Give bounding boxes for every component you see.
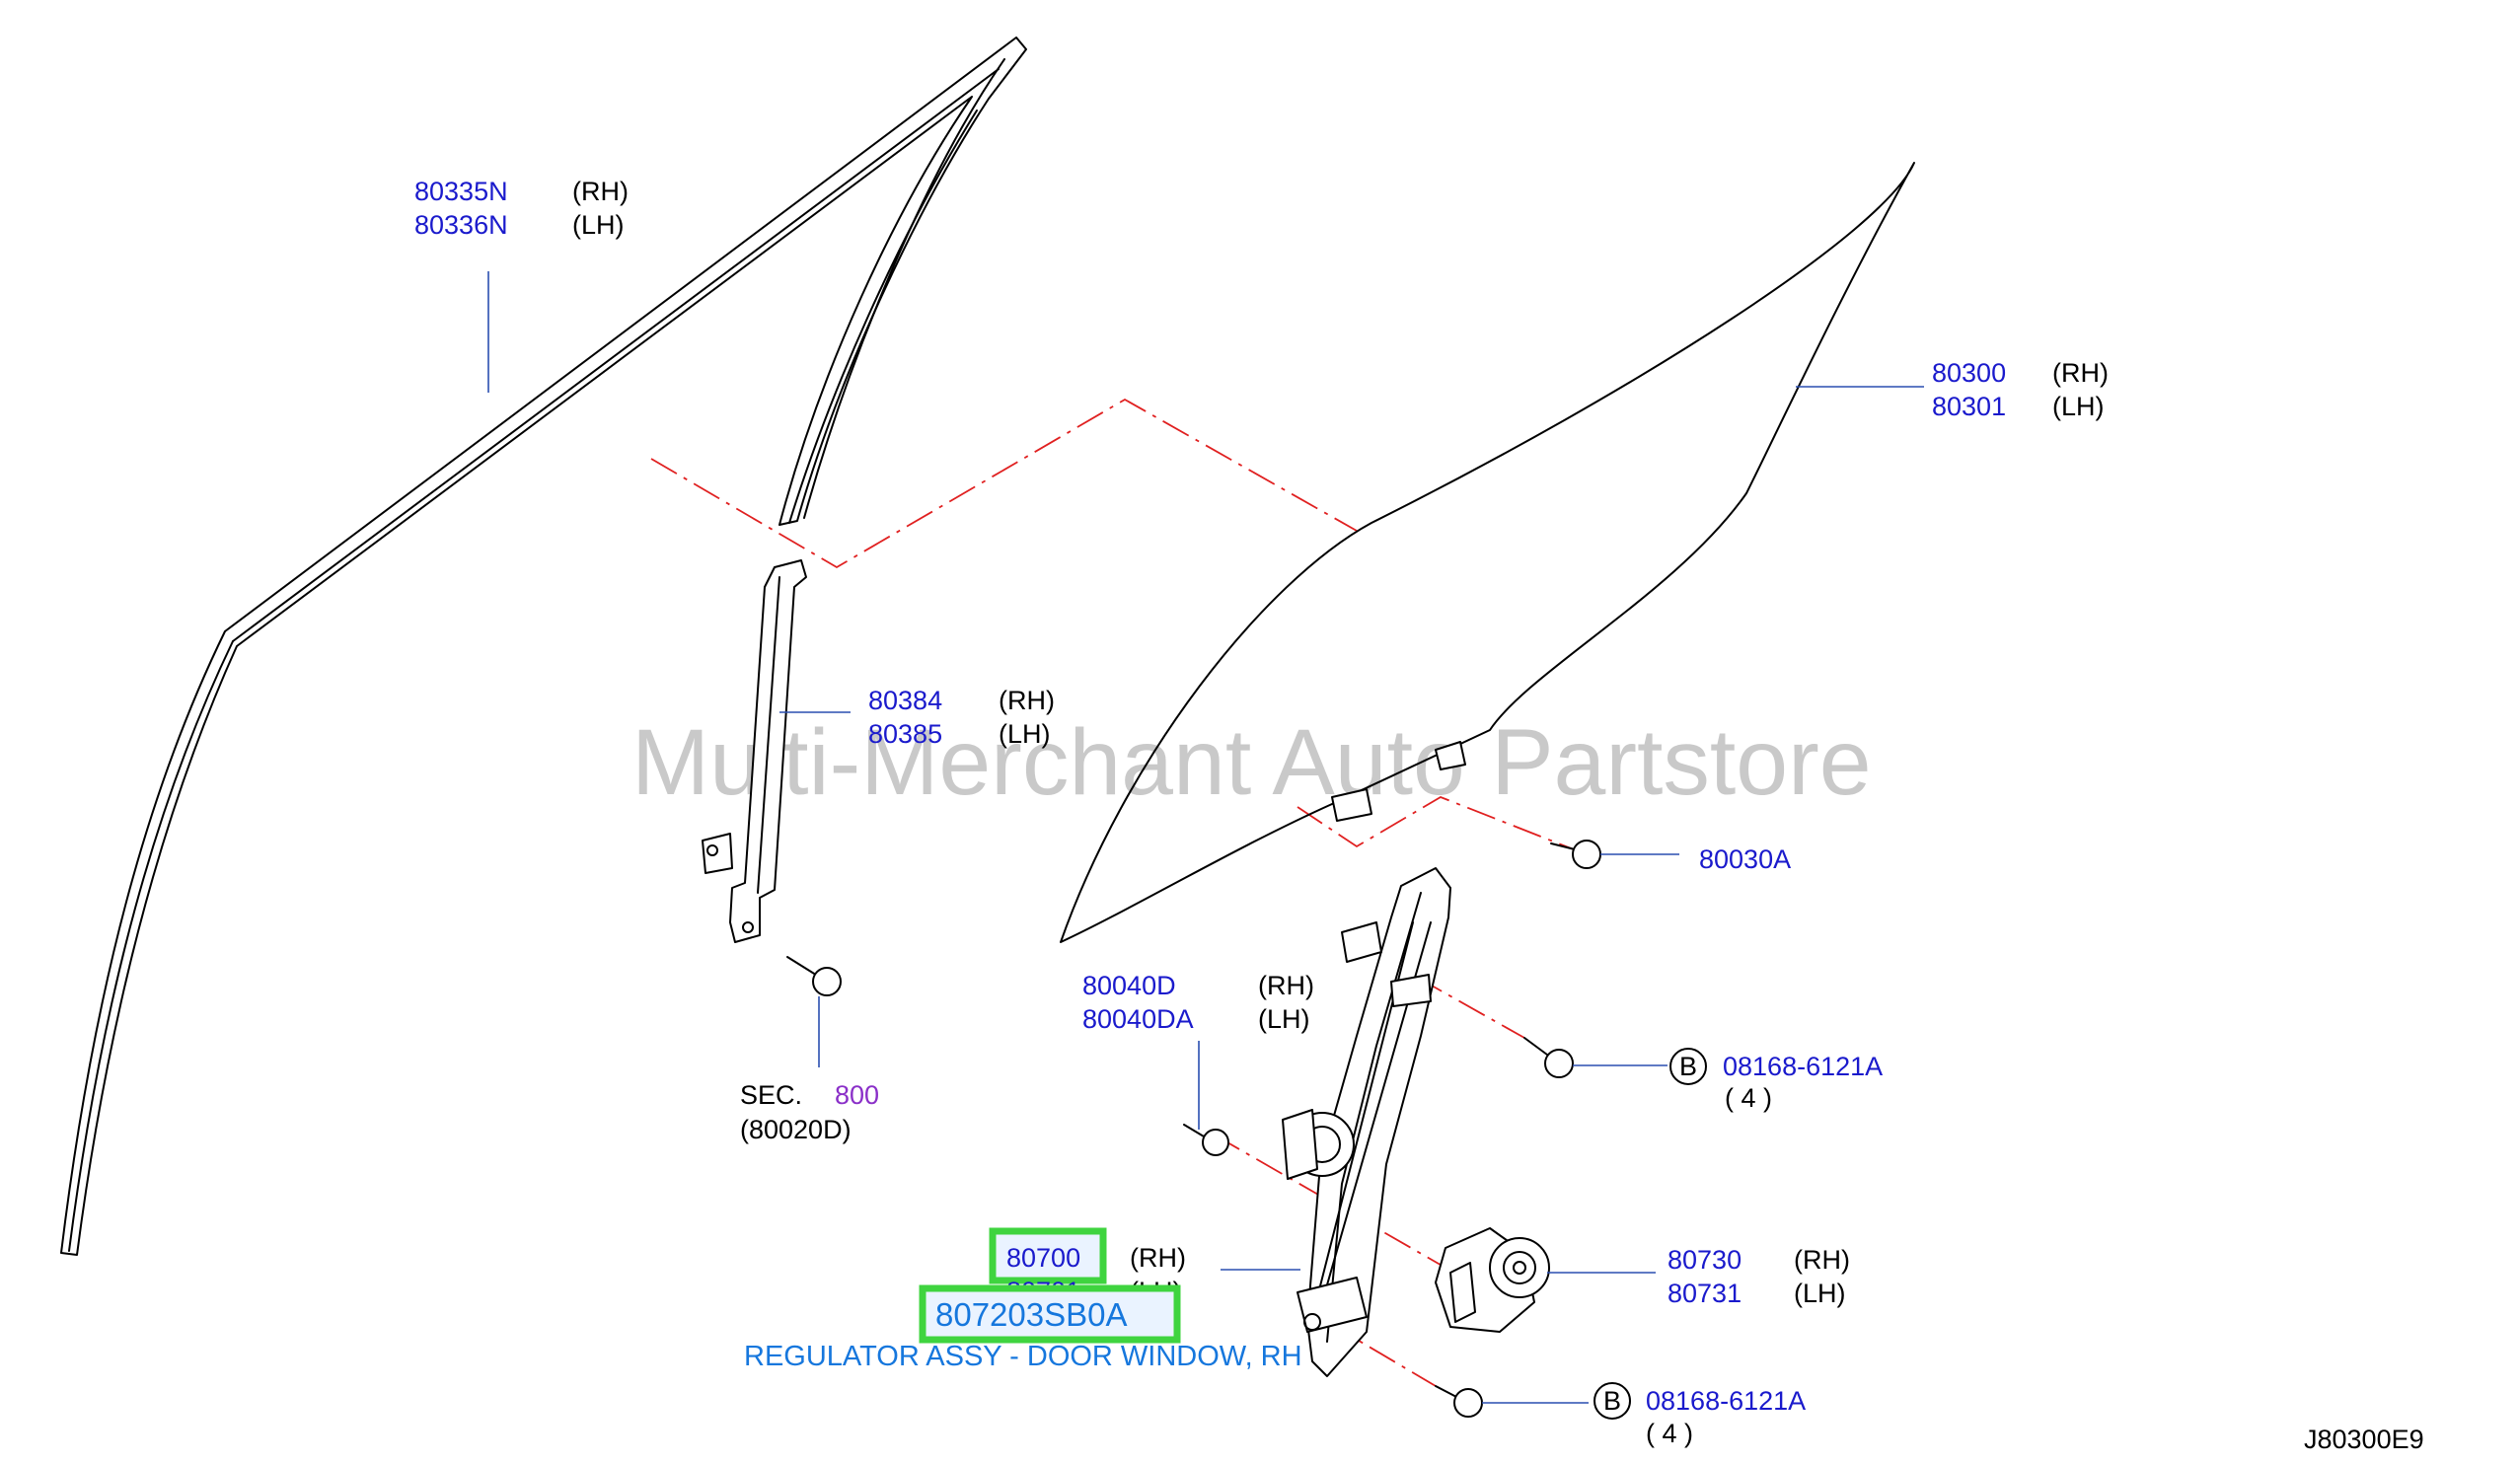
callout-glass[interactable]: 80300 (RH) 80301 (LH) [1932,358,2109,421]
side-label: (LH) [1794,1279,1846,1308]
part-number[interactable]: 80700 [1006,1243,1080,1273]
door-sash[interactable] [60,37,1027,1256]
callout-motor[interactable]: 80730 (RH) 80731 (LH) [1668,1245,1850,1308]
part-number[interactable]: 80336N [414,210,508,240]
bolt-glass [1550,840,1601,869]
window-regulator[interactable] [1282,867,1451,1377]
part-number[interactable]: 80040D [1082,971,1176,1000]
side-label: (LH) [999,719,1051,749]
side-label: (LH) [572,210,625,240]
part-number[interactable]: 80030A [1699,844,1791,874]
side-label: (LH) [1258,1004,1310,1034]
part-number[interactable]: 80385 [868,719,942,749]
motor-centerline [1213,1134,1446,1269]
side-label: (RH) [2052,358,2109,388]
glass-bolt-centerline [1297,796,1585,854]
part-number[interactable]: 80040DA [1082,1004,1194,1034]
section-label: SEC. [740,1080,802,1110]
side-label: (RH) [1130,1243,1186,1273]
upper-bolt-centerline [1415,976,1525,1039]
part-number[interactable]: 80730 [1668,1245,1742,1275]
glass-holder-rear [1435,741,1466,770]
highlight-box [989,1227,1107,1284]
leader-lines [487,271,1924,1404]
bolt-regulator-upper [1523,1037,1574,1078]
door-glass[interactable] [1060,162,1915,943]
side-label: (RH) [1258,971,1314,1000]
callout-glass-bolt[interactable]: 80030A [1699,844,1791,874]
part-number[interactable]: 80300 [1932,358,2006,388]
selected-part[interactable]: 807203SB0A REGULATOR ASSY - DOOR WINDOW,… [744,1284,1302,1372]
bolt-regulator-front [1183,1124,1229,1156]
quantity: ( 4 ) [1725,1083,1772,1113]
callout-bolt-lower[interactable]: B 08168-6121A ( 4 ) [1594,1382,1806,1448]
watermark: Multi-Merchant Auto Partstore [631,710,1872,815]
callout-regulator-bolt[interactable]: 80040D (RH) 80040DA (LH) [1082,971,1314,1034]
side-label: (LH) [2052,392,2105,421]
side-label: (RH) [572,177,629,206]
section-number[interactable]: 800 [835,1080,879,1110]
bolt-regulator-lower [1435,1385,1483,1418]
regulator-motor[interactable] [1435,1227,1550,1333]
part-number[interactable]: 80384 [868,686,942,715]
front-guide-channel[interactable] [702,559,807,943]
marker-circle [1594,1382,1631,1420]
quantity: ( 4 ) [1646,1419,1693,1448]
sash-glass-centerline [650,398,1358,569]
marker-letter: B [1603,1386,1621,1416]
diagram-code: J80300E9 [2304,1425,2424,1454]
part-number[interactable]: 80335N [414,177,508,206]
callout-bolt-upper[interactable]: B 08168-6121A ( 4 ) [1669,1048,1883,1113]
marker-circle [1669,1048,1707,1085]
part-number[interactable]: 08168-6121A [1723,1052,1883,1081]
bolt-guide [786,956,842,996]
callout-section[interactable]: SEC. 800 (80020D) [740,1080,879,1144]
selected-part-number[interactable]: 807203SB0A [935,1296,1128,1333]
selected-part-description: REGULATOR ASSY - DOOR WINDOW, RH [744,1341,1302,1372]
side-label: (RH) [999,686,1055,715]
part-number[interactable]: 80731 [1668,1279,1742,1308]
part-number[interactable]: 08168-6121A [1646,1386,1806,1416]
marker-letter: B [1679,1052,1697,1081]
glass-holder-front [1331,788,1372,822]
highlight-box [919,1284,1181,1344]
side-label: (RH) [1794,1245,1850,1275]
section-ref: (80020D) [740,1115,852,1144]
callout-sash[interactable]: 80335N (RH) 80336N (LH) [414,177,629,240]
callout-guide[interactable]: 80384 (RH) 80385 (LH) [868,686,1055,749]
part-number[interactable]: 80301 [1932,392,2006,421]
